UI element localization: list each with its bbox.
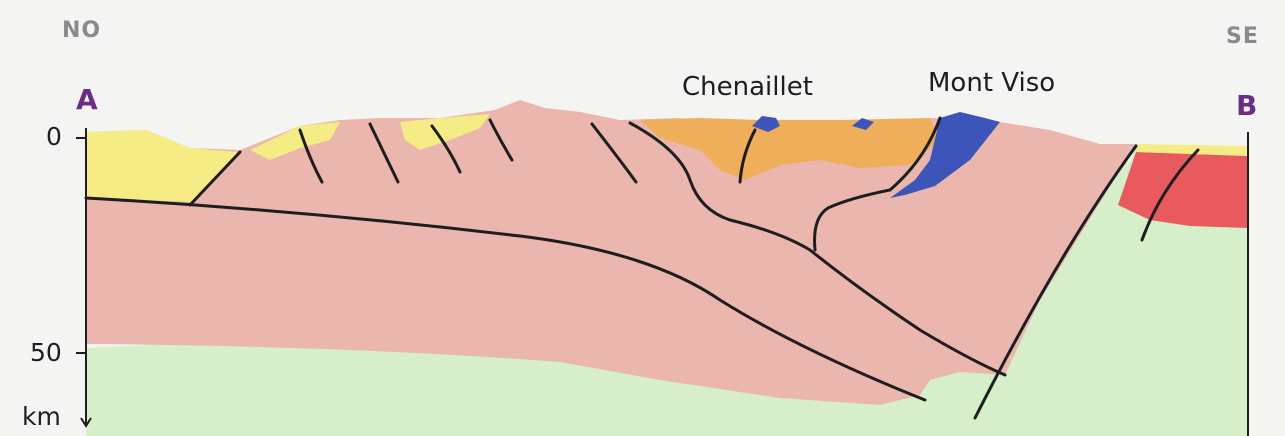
place-chenaillet: Chenaillet xyxy=(682,74,813,100)
depth-tick-50: 50 xyxy=(30,340,62,365)
orientation-right-label: SE xyxy=(1226,26,1259,48)
depth-unit: km xyxy=(22,404,61,429)
orientation-left-label: NO xyxy=(62,20,101,42)
depth-tick-0: 0 xyxy=(46,124,62,149)
endpoint-b-label: B xyxy=(1236,92,1257,120)
place-mont-viso: Mont Viso xyxy=(928,70,1055,96)
endpoint-a-label: A xyxy=(76,86,98,114)
